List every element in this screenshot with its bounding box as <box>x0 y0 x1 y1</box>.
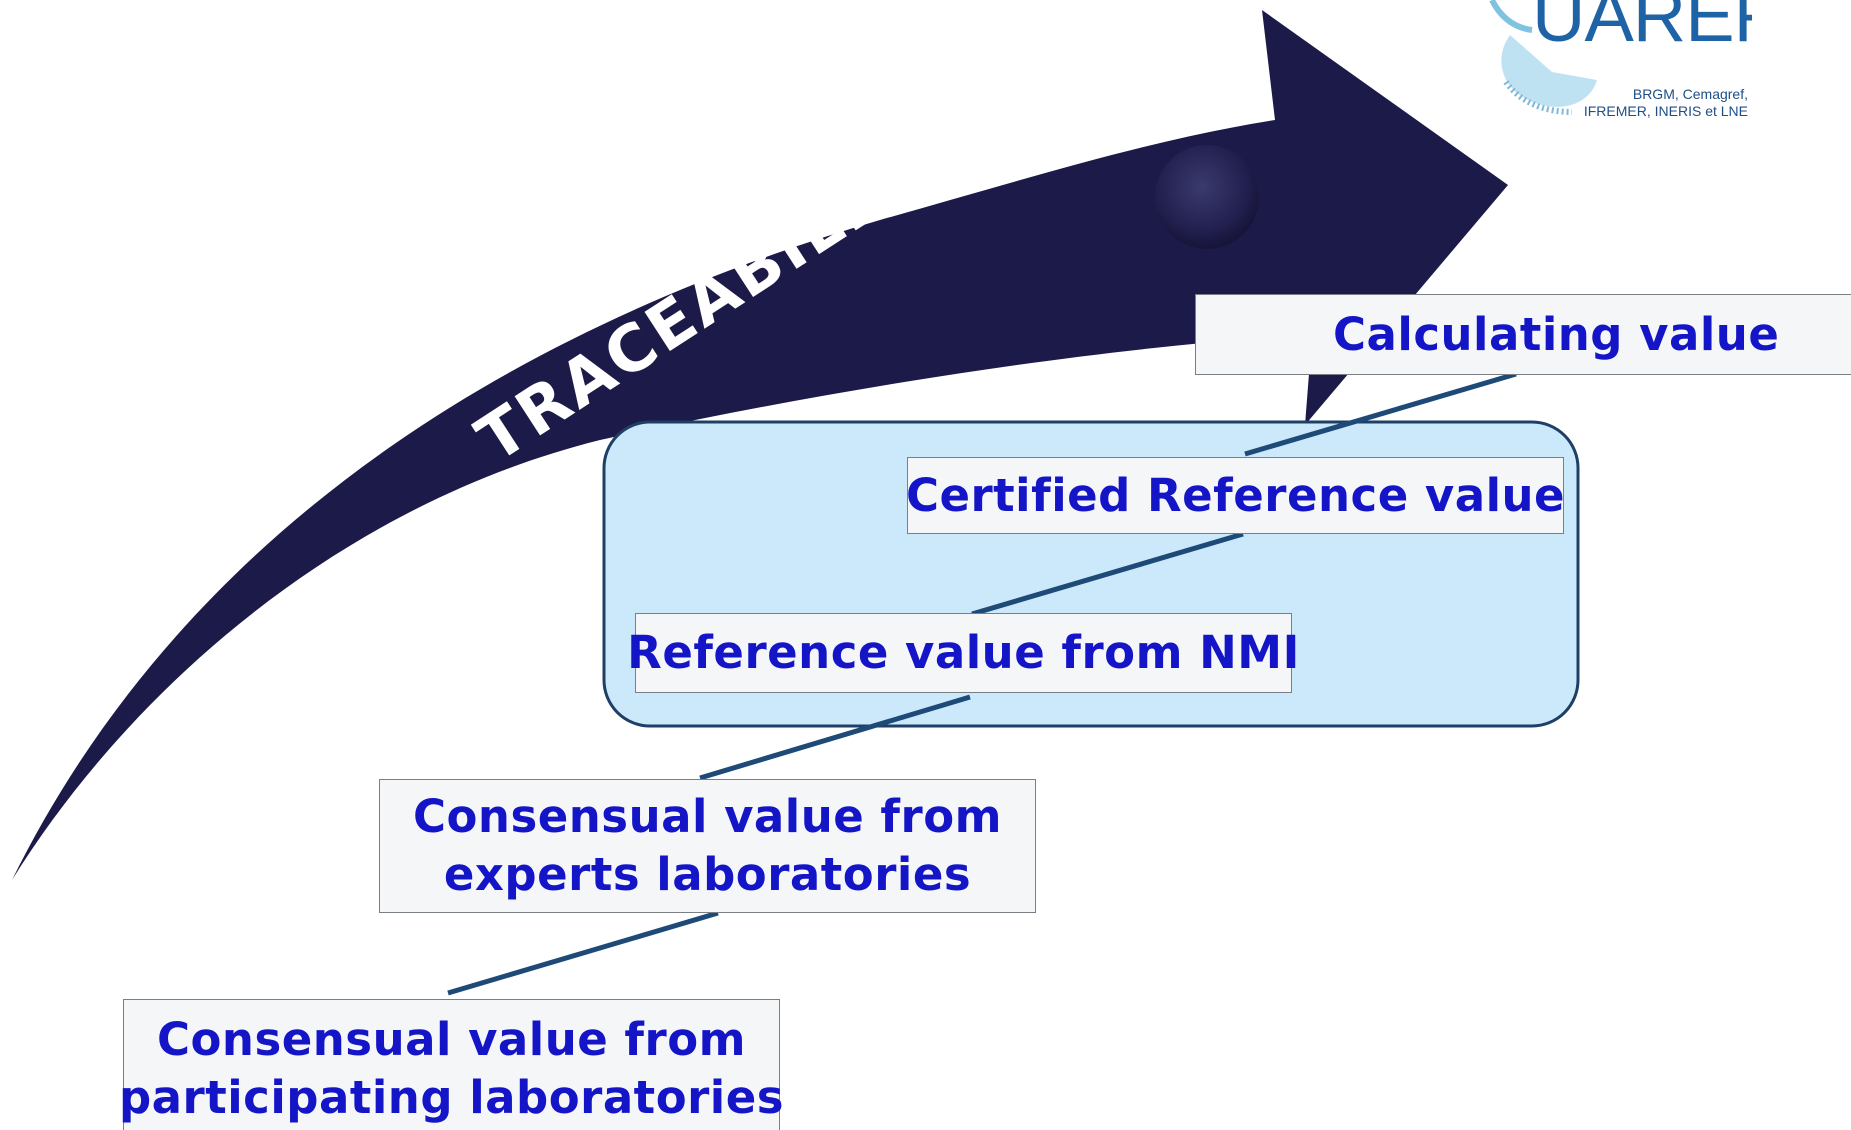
logo-subtitle-line2: IFREMER, INERIS et LNE <box>1583 103 1748 119</box>
logo-emblem <box>1489 0 1597 115</box>
step-reference-value-nmi: Reference value from NMI <box>627 613 1299 693</box>
connector-nmi-certified <box>971 531 1244 617</box>
connector-participating-experts <box>447 910 719 996</box>
step-consensual-experts: Consensual value from experts laboratori… <box>379 779 1036 913</box>
arrow-knob <box>1155 145 1259 249</box>
step-consensual-participating: Consensual value from participating labo… <box>119 999 784 1130</box>
traceability-arrow <box>12 10 1508 880</box>
step-certified-label: Certified Reference value <box>905 468 1566 522</box>
aquaref-logo: UAREF BRGM, Cemagref, IFREMER, INERIS et… <box>1432 0 1752 130</box>
step-participating-label-line1: Consensual value from <box>156 1013 747 1066</box>
step-experts-label-line1: Consensual value from <box>412 790 1003 843</box>
logo-wordmark: UAREF <box>1532 0 1752 57</box>
connector-experts-nmi <box>699 694 971 781</box>
connector-certified-calculating <box>1244 371 1517 457</box>
step-experts-label-line2: experts laboratories <box>443 848 972 901</box>
logo-subtitle-line1: BRGM, Cemagref, <box>1632 86 1748 102</box>
step-participating-label-line2: participating laboratories <box>118 1071 785 1124</box>
step-calculating-value: Calculating value <box>1195 294 1851 375</box>
step-certified-reference-value: Certified Reference value <box>905 457 1566 534</box>
step-calculating-label: Calculating value <box>1333 307 1780 361</box>
step-nmi-label: Reference value from NMI <box>627 626 1300 679</box>
